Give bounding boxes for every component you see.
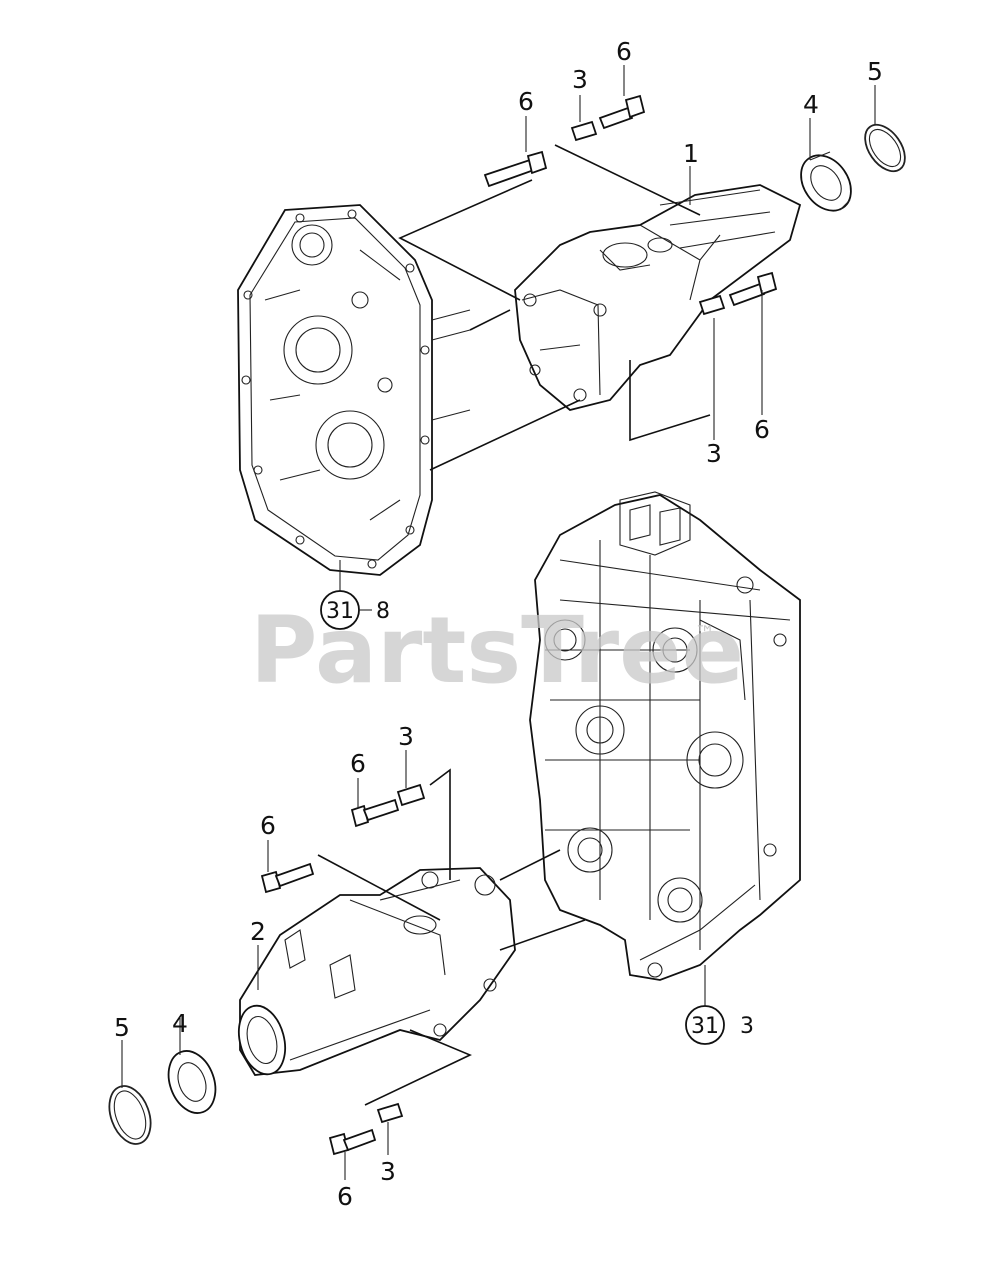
callout-1: 1 [683,139,699,168]
callout-3-lower-bottom: 3 [380,1157,396,1186]
callout-leaders-lower [121,750,706,1180]
assembly-lines-upper [398,144,711,471]
reference-31-8-number: 31 [326,599,354,624]
oil-seal-upper [800,151,852,212]
snap-ring-lower [108,1085,152,1145]
reference-31-3-number: 31 [691,1014,719,1039]
dowel-pin-upper-top [570,120,598,142]
axle-housing-lower [237,867,516,1076]
callout-6-upper-right: 6 [754,415,770,444]
callout-5-lower: 5 [114,1013,130,1042]
snap-ring-upper [864,123,906,173]
callout-3-lower-top: 3 [398,722,414,751]
callout-5-upper: 5 [867,57,883,86]
reference-31-8: 31 8 [320,590,390,630]
bolt-lower-left [260,862,315,894]
callout-6-top-left: 6 [518,87,534,116]
axle-housing-upper [514,184,802,411]
transmission-case [529,491,801,981]
dowel-pin-upper-right [698,294,726,316]
callout-4-lower: 4 [172,1009,188,1038]
callout-6-lower-mid: 6 [350,749,366,778]
reference-31-3-suffix: 3 [740,1014,754,1039]
bolt-lower-bottom [328,1128,377,1156]
watermark-trademark: ™ [695,621,715,645]
callout-4-upper: 4 [803,90,819,119]
callout-6-lower-left: 6 [260,811,276,840]
callout-3-top: 3 [572,65,588,94]
callout-3-upper-right: 3 [706,439,722,468]
dowel-pin-lower-bottom [376,1102,404,1124]
bolt-upper-right [728,271,778,307]
callout-2: 2 [250,917,266,946]
dowel-pin-lower-top [396,783,426,807]
callout-6-top: 6 [616,37,632,66]
side-cover-plate-upper [237,204,471,576]
bolt-upper-top [598,94,646,130]
bolt-upper-left [483,150,548,188]
assembly-lines-lower [317,768,586,1106]
callout-6-lower-bottom: 6 [337,1182,353,1211]
oil-seal-lower [167,1050,217,1114]
callout-leaders-upper [339,65,876,598]
reference-31-3: 31 3 [685,1005,754,1045]
reference-31-8-suffix: 8 [376,599,390,624]
bolt-lower-mid [350,798,400,828]
